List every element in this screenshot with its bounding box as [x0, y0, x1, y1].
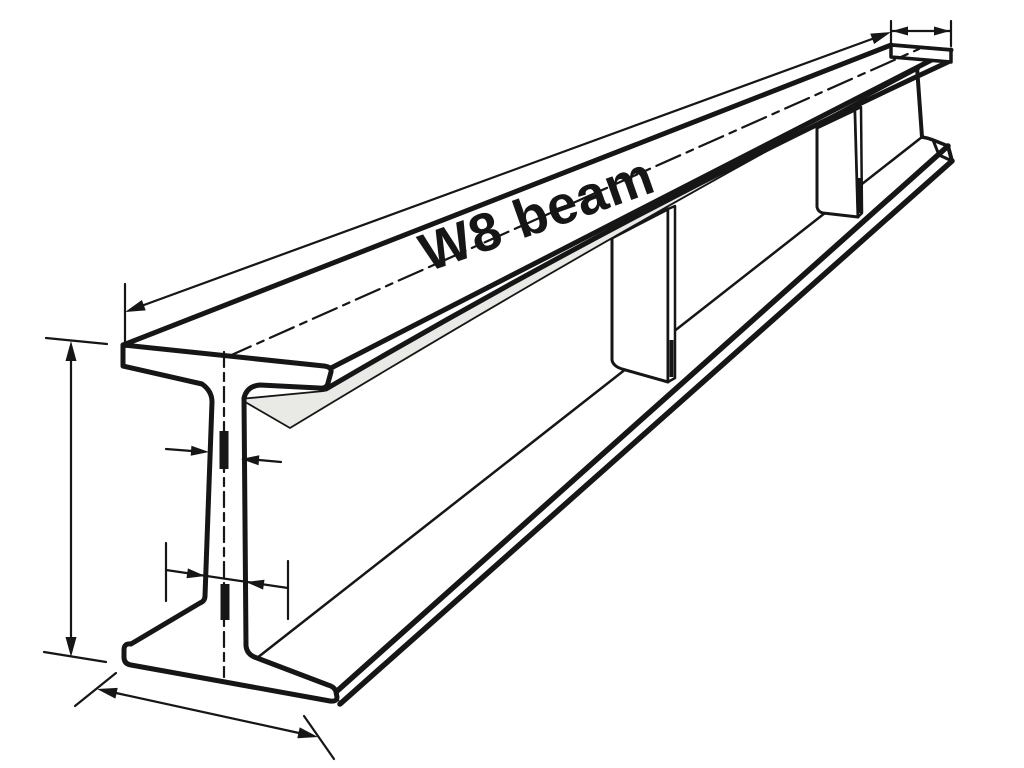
overall-depth-dimension: [42, 336, 109, 664]
arrowhead-left: [246, 579, 265, 590]
arrowhead-left: [892, 26, 908, 36]
bottom-flange: [255, 135, 955, 707]
arrowhead-lower-right: [297, 727, 318, 739]
arrowhead-up: [65, 341, 77, 361]
top-flange-width-dimension: [889, 19, 953, 48]
top-flange-centerline: [225, 47, 921, 359]
arrowhead-lower-left: [125, 300, 146, 312]
arrowhead-right: [190, 445, 209, 456]
web-stiffener-2: [815, 105, 864, 219]
front-cross-section: [120, 342, 340, 704]
lower-web-thickness-dimension: [164, 541, 290, 621]
arrowhead-left: [241, 455, 260, 466]
arrowhead-upper-right: [870, 32, 891, 44]
arrowhead-right: [186, 568, 205, 579]
top-flange: [120, 42, 954, 429]
web-stiffener-1: [610, 204, 677, 384]
arrowhead-upper-left: [97, 687, 118, 699]
arrowhead-down: [65, 637, 77, 657]
arrowhead-right: [934, 26, 950, 36]
bottom-flange-width-dimension: [73, 671, 336, 761]
web-thickness-dimension: [164, 445, 283, 466]
beam-length-dimension: [123, 32, 891, 344]
